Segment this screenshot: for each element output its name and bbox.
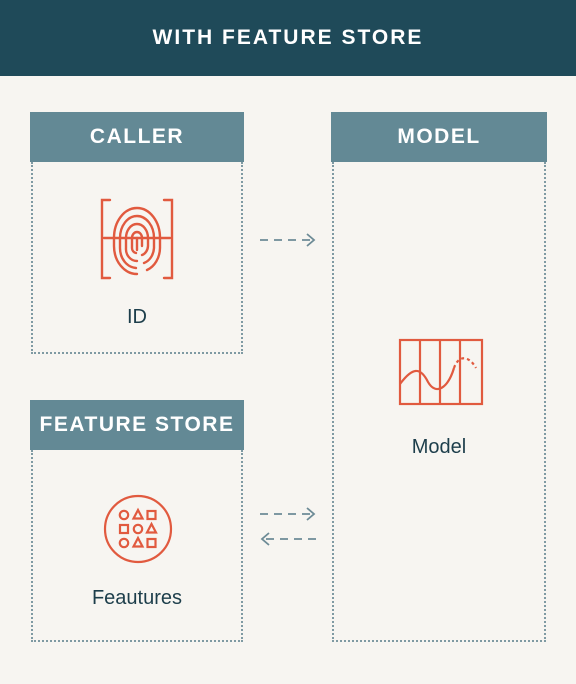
caller-label: ID: [127, 306, 147, 328]
model-label: Model: [411, 436, 467, 458]
caller-header: CALLER: [30, 112, 244, 162]
title-banner: WITH FEATURE STORE: [0, 0, 576, 76]
features-to-model-arrow: [260, 507, 316, 521]
caller-to-model-arrow: [260, 233, 316, 247]
shapes-grid-icon: [103, 494, 173, 564]
feature-store-label: Feautures: [91, 587, 183, 609]
model-box: [332, 162, 546, 642]
caller-box: [31, 162, 243, 354]
model-header: MODEL: [331, 112, 547, 162]
model-to-features-arrow: [260, 532, 316, 546]
model-curve-grid-icon: [398, 338, 484, 406]
feature-store-box: [31, 450, 243, 642]
fingerprint-scan-icon: [100, 198, 174, 280]
feature-store-header: FEATURE STORE: [30, 400, 244, 450]
page-title: WITH FEATURE STORE: [152, 26, 424, 49]
